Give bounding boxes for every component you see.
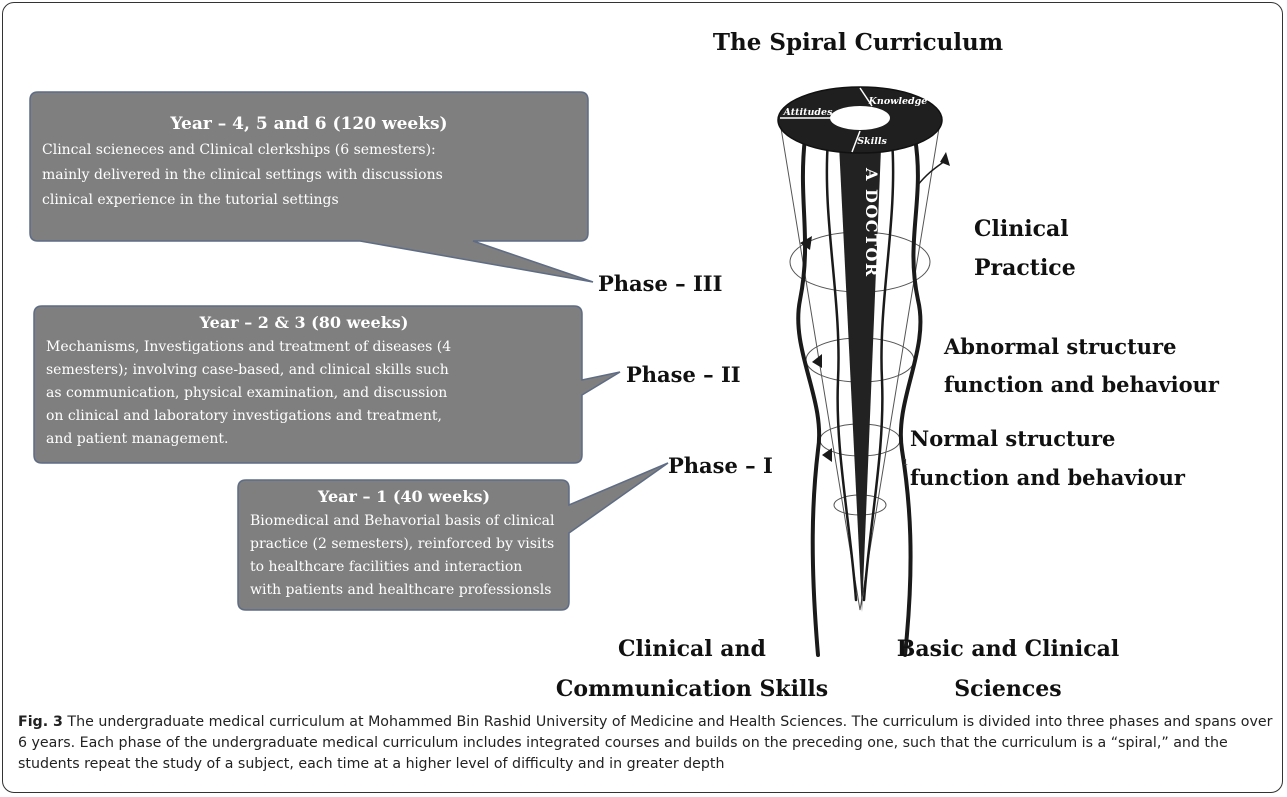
- phase-3-label: Phase – III: [598, 271, 722, 296]
- segment-knowledge: Knowledge: [868, 96, 928, 107]
- clinical-practice-line-1: Clinical: [974, 216, 1069, 242]
- top-disk-hole: [830, 106, 890, 130]
- callout-year-2-3-line-3: as communication, physical examination, …: [46, 385, 447, 401]
- arrow-head-phase3: [800, 236, 812, 250]
- figure-caption-text: The undergraduate medical curriculum at …: [18, 714, 1273, 772]
- clinical-communication-line-2: Communication Skills: [556, 676, 828, 702]
- normal-line-1: Normal structure: [910, 426, 1115, 451]
- clinical-practice-line-2: Practice: [974, 255, 1076, 281]
- figure-caption: Fig. 3 The undergraduate medical curricu…: [18, 712, 1273, 775]
- spiral-strand-inner-right: [862, 138, 895, 602]
- normal-line-2: function and behaviour: [910, 465, 1186, 490]
- abnormal-line-2: function and behaviour: [944, 372, 1220, 397]
- callout-year-4-5-6-line-1: Clincal scieneces and Clinical clerkship…: [42, 142, 436, 158]
- callout-year-4-5-6-heading: Year – 4, 5 and 6 (120 weeks): [169, 114, 447, 134]
- callout-year-2-3-heading: Year – 2 & 3 (80 weeks): [199, 313, 409, 332]
- arrow-head-top: [940, 152, 950, 166]
- doctor-wedge: [838, 124, 882, 612]
- abnormal-line-1: Abnormal structure: [943, 334, 1176, 359]
- clinical-communication-line-1: Clinical and: [618, 636, 766, 662]
- figure-caption-label: Fig. 3: [18, 714, 63, 730]
- callout-year-2-3: Year – 2 & 3 (80 weeks) Mechanisms, Inve…: [33, 305, 621, 464]
- callout-year-4-5-6-shape: [29, 91, 594, 283]
- callout-year-1-line-2: practice (2 semesters), reinforced by vi…: [250, 536, 554, 552]
- callout-year-1-shape: [237, 462, 669, 611]
- callout-year-2-3-line-5: and patient management.: [46, 431, 228, 447]
- spiral-strand-inner-left: [825, 138, 858, 602]
- callout-year-4-5-6: Year – 4, 5 and 6 (120 weeks) Clincal sc…: [29, 91, 594, 283]
- callout-year-2-3-line-4: on clinical and laboratory investigation…: [46, 408, 442, 424]
- disk-divider-bottom: [851, 130, 861, 153]
- cone-top-disk: Knowledge Attitudes Skills: [777, 86, 943, 154]
- callout-year-4-5-6-line-3: clinical experience in the tutorial sett…: [42, 192, 339, 208]
- callout-year-4-5-6-line-2: mainly delivered in the clinical setting…: [42, 167, 443, 183]
- callout-year-2-3-line-2: semesters); involving case-based, and cl…: [46, 362, 449, 378]
- arrow-head-phase1: [822, 448, 832, 462]
- basic-clinical-line-1: Basic and Clinical: [897, 636, 1120, 662]
- doctor-label: A DOCTOR: [862, 167, 881, 278]
- segment-attitudes: Attitudes: [783, 107, 834, 118]
- arrow-head-phase2: [812, 354, 822, 368]
- phase-2-label: Phase – II: [626, 362, 741, 387]
- callout-year-2-3-shape: [33, 305, 621, 464]
- diagram-title: The Spiral Curriculum: [713, 29, 1003, 56]
- disk-divider-top: [859, 87, 873, 107]
- spiral-arrows: [800, 152, 950, 462]
- basic-clinical-line-2: Sciences: [954, 676, 1061, 702]
- callout-year-1: Year – 1 (40 weeks) Biomedical and Behav…: [237, 462, 669, 611]
- callout-year-2-3-line-1: Mechanisms, Investigations and treatment…: [46, 339, 451, 355]
- spiral-curriculum-diagram: The Spiral Curriculum A DOCTOR Knowledge…: [29, 29, 1220, 702]
- callout-year-1-line-1: Biomedical and Behavorial basis of clini…: [250, 513, 555, 529]
- phase-1-label: Phase – I: [668, 453, 773, 478]
- callout-year-1-line-3: to healthcare facilities and interaction: [250, 559, 522, 575]
- callout-year-1-heading: Year – 1 (40 weeks): [317, 487, 490, 506]
- callout-year-1-line-4: with patients and healthcare professions…: [250, 582, 551, 598]
- spiral-strand-right: [898, 136, 923, 657]
- spiral-strand-left: [796, 136, 822, 657]
- small-mark: 1: [903, 458, 908, 467]
- segment-skills: Skills: [857, 136, 887, 147]
